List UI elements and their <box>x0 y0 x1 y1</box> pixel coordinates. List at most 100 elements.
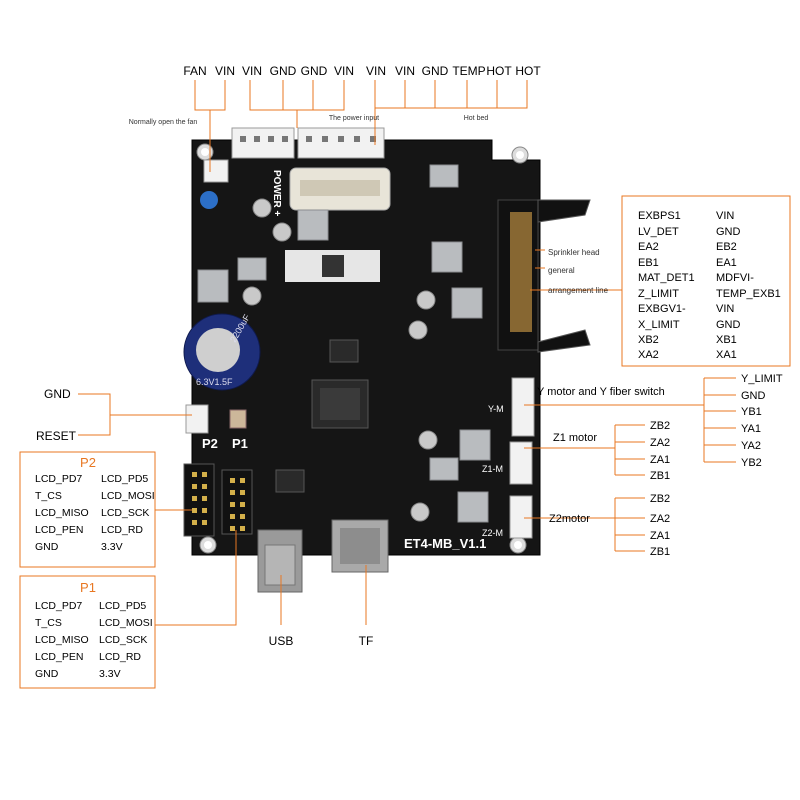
z1-silk: Z1-M <box>482 464 503 474</box>
p1-pin: 3.3V <box>99 668 121 680</box>
y-motor-pin: GND <box>741 390 766 402</box>
gnd-label: GND <box>44 387 71 401</box>
ic-chip <box>329 339 359 363</box>
z2-connector <box>509 495 533 539</box>
sprinkler-pin: VIN <box>716 210 734 222</box>
sprinkler-connector-inner <box>510 212 532 332</box>
sprinkler-box-border <box>621 195 791 367</box>
sprinkler-pin: EA1 <box>716 257 737 269</box>
pin-label: TEMP <box>452 64 485 78</box>
cap-silk-2: 6.3V1.5F <box>196 377 233 387</box>
p2-box-title: P2 <box>80 455 96 470</box>
p2-pinout-box: P2 LCD_PD7 LCD_PD5 T_CS LCD_MOSI LCD_MIS… <box>19 451 156 568</box>
fan-caption: Normally open the fan <box>129 119 198 126</box>
pin-label: VIN <box>242 64 262 78</box>
pin-label: GND <box>270 64 297 78</box>
sprinkler-pin: XA1 <box>716 349 737 361</box>
sprinkler-pin: EXBGV1- <box>638 303 686 315</box>
blue-capacitor <box>200 191 218 209</box>
z2-silk: Z2-M <box>482 528 503 538</box>
board-p2-label: P2 <box>202 436 218 451</box>
sprinkler-pinout-box: EXBPS1 VIN LV_DET GND EA2 EB2 EB1 EA1 MA… <box>621 195 791 367</box>
sprinkler-caption: arrangement line <box>548 286 609 295</box>
pin-label: VIN <box>395 64 415 78</box>
y-motor-pin: Y_LIMIT <box>741 373 783 385</box>
latch-bottom <box>537 329 591 353</box>
p1-pin: LCD_MISO <box>35 634 89 646</box>
y-motor-pin: YB2 <box>741 457 762 469</box>
big-capacitor-top <box>196 328 240 372</box>
p1-pin: LCD_RD <box>99 651 141 663</box>
z2-motor-label: Z2motor <box>549 513 590 525</box>
sprinkler-pin: GND <box>716 319 741 331</box>
pin-label: GND <box>301 64 328 78</box>
sprinkler-pin: Z_LIMIT <box>638 288 679 300</box>
z2-motor-pin: ZB2 <box>650 493 670 505</box>
sprinkler-pin: VIN <box>716 303 734 315</box>
sprinkler-pin: LV_DET <box>638 226 679 238</box>
usb-port <box>264 544 296 586</box>
sprinkler-pin: MDFVI- <box>716 272 754 284</box>
z2-motor-pin: ZA2 <box>650 513 670 525</box>
qr-code <box>322 255 344 277</box>
z1-motor-pin: ZA2 <box>650 437 670 449</box>
mount-hole <box>204 541 212 549</box>
pin-label: HOT <box>515 64 541 78</box>
sprinkler-pin: XB1 <box>716 334 737 346</box>
tf-slot-inner <box>340 528 380 564</box>
fuse-element <box>300 180 380 196</box>
connector-pins <box>240 136 376 142</box>
power-connector-small <box>231 127 295 159</box>
sprinkler-pin: EXBPS1 <box>638 210 681 222</box>
sprinkler-pin: GND <box>716 226 741 238</box>
p2-pin: LCD_PD7 <box>35 473 82 485</box>
sprinkler-pin: MAT_DET1 <box>638 272 695 284</box>
p2-box-border <box>19 451 156 568</box>
fan-connector <box>203 159 229 183</box>
power-connector <box>297 127 385 159</box>
top-pin-labels: FAN VIN VIN GND GND VIN VIN VIN GND TEMP… <box>183 64 541 78</box>
pin-label: VIN <box>366 64 386 78</box>
leader-lines <box>78 80 736 626</box>
p2-pin: LCD_PEN <box>35 524 83 536</box>
z2-motor-pin: ZB1 <box>650 546 670 558</box>
pin-label: VIN <box>215 64 235 78</box>
pin-label: GND <box>422 64 449 78</box>
sprinkler-caption: Sprinkler head <box>548 248 600 257</box>
ymotor-silk: Y-M <box>488 404 504 414</box>
mount-hole <box>201 148 209 156</box>
y-motor-pin: YA1 <box>741 423 761 435</box>
ic-chip <box>275 469 305 493</box>
p2-pin: LCD_PD5 <box>101 473 148 485</box>
mount-hole <box>514 541 522 549</box>
p1-header <box>221 469 253 535</box>
z2-motor-pin: ZA1 <box>650 530 670 542</box>
sprinkler-pin: XB2 <box>638 334 659 346</box>
z1-motor-pin: ZA1 <box>650 454 670 466</box>
z1-connector <box>509 441 533 485</box>
p2-header <box>183 463 215 537</box>
pin-label: HOT <box>486 64 512 78</box>
pin-label: VIN <box>334 64 354 78</box>
p2-pin: 3.3V <box>101 541 123 553</box>
tf-label: TF <box>359 634 374 648</box>
p2-pin: GND <box>35 541 59 553</box>
mount-hole <box>516 151 524 159</box>
board-name: ET4-MB_V1.1 <box>404 536 486 551</box>
sprinkler-caption: general <box>548 266 575 275</box>
p1-pin: LCD_PEN <box>35 651 83 663</box>
power-caption: The power input <box>329 115 379 122</box>
z1-motor-pin: ZB2 <box>650 420 670 432</box>
reset-connector <box>185 404 209 434</box>
p2-pin: LCD_MOSI <box>101 490 155 502</box>
mcu-die <box>320 388 360 420</box>
p2-pin: LCD_MISO <box>35 507 89 519</box>
p2-pin: LCD_RD <box>101 524 143 536</box>
y-motor-pin: YB1 <box>741 406 762 418</box>
power-silk: POWER + <box>271 170 282 217</box>
usb-label: USB <box>269 634 294 648</box>
board-p1-label: P1 <box>232 436 248 451</box>
reset-label: RESET <box>36 429 77 443</box>
sprinkler-pin: TEMP_EXB1 <box>716 288 781 300</box>
